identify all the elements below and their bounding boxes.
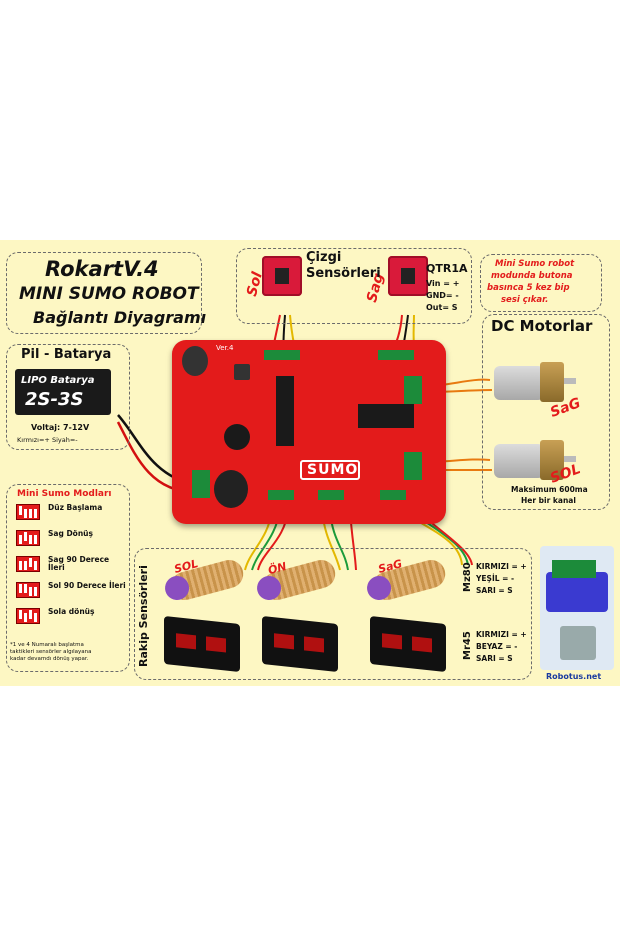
brand: Robotus.net <box>546 672 602 681</box>
qtr-name: QTR1A <box>426 262 468 275</box>
title-line3: Bağlantı Diyagramı <box>33 308 207 327</box>
motors-title: DC Motorlar <box>491 317 593 335</box>
modes-footnote-1: *1 ve 4 Numaralı başlatma <box>10 642 84 648</box>
modes-title: Mini Sumo Modları <box>17 489 112 499</box>
board-version: Ver.4 <box>216 344 234 352</box>
sumo-logo: SUMO <box>307 462 359 478</box>
motor-right <box>494 360 576 404</box>
header-line-left <box>264 350 300 360</box>
header-opp-3 <box>380 490 406 500</box>
robot-photo <box>540 546 614 670</box>
line-sensor-right <box>388 256 428 296</box>
qtr-gnd: GND= - <box>426 291 459 300</box>
mr45-white: BEYAZ = - <box>476 642 518 651</box>
battery-line2: 2S-3S <box>25 389 84 410</box>
mz80-name: Mz80 <box>462 562 473 592</box>
modes-footnote-3: kadar devamdı dönüş yapar. <box>10 656 89 662</box>
sensor-box-left <box>164 616 240 672</box>
battery-title: Pil - Batarya <box>21 347 112 362</box>
dip-switch-icon <box>16 530 40 546</box>
mr45-name: Mr45 <box>462 631 473 660</box>
note-line2: modunda butona <box>491 271 573 281</box>
mz80-green: YEŞİL = - <box>476 574 515 583</box>
mode-label: Sol 90 Derece İleri <box>48 581 126 590</box>
motors-spec-2: Her bir kanal <box>521 496 576 505</box>
header-opp-1 <box>268 490 294 500</box>
ic-chip-1 <box>276 376 294 446</box>
qtr-vin: Vin = + <box>426 279 460 288</box>
capacitor <box>182 346 208 376</box>
note-line4: sesi çıkar. <box>501 295 549 305</box>
header-power <box>192 470 210 498</box>
qtr-out: Out= S <box>426 303 458 312</box>
sensor-box-front <box>262 616 338 672</box>
mode-label: Sag Dönüş <box>48 529 93 538</box>
title-line2: MINI SUMO ROBOT <box>19 284 199 304</box>
pcb-board: SUMO Ver.4 <box>172 340 446 524</box>
battery-colors: Kırmızı=+ Siyah=- <box>17 436 78 444</box>
dip-switch-icon <box>16 556 40 572</box>
battery-box: Pil - Batarya LIPO Batarya 2S-3S Voltaj:… <box>6 344 130 450</box>
title-line1: RokartV.4 <box>45 257 159 281</box>
title-box: RokartV.4 MINI SUMO ROBOT Bağlantı Diyag… <box>6 252 206 334</box>
line-sensors-box <box>236 248 472 324</box>
mr45-yellow: SARI = S <box>476 654 513 663</box>
mz80-red: KIRMIZI = + <box>476 562 527 571</box>
opponent-box: Rakip Sensörleri <box>134 548 532 680</box>
lipo-battery: LIPO Batarya 2S-3S <box>15 369 111 415</box>
battery-voltage: Voltaj: 7-12V <box>31 423 90 432</box>
header-motor-right <box>404 376 422 404</box>
header-line-right <box>378 350 414 360</box>
buzzer <box>224 424 250 450</box>
modes-footnote-2: taktikleri sensörler algılayana <box>10 649 92 655</box>
mode-label: Sag 90 Derece İleri <box>48 555 110 572</box>
mode-label: Sola dönüş <box>48 607 95 616</box>
line-sensors-title-1: Çizgi <box>306 250 342 265</box>
motor-left <box>494 438 576 482</box>
dip-switch-icon <box>16 608 40 624</box>
header-opp-2 <box>318 490 344 500</box>
line-sensors-title-2: Sensörleri <box>306 266 381 281</box>
dip-switch-icon <box>16 582 40 598</box>
note-line3: basınca 5 kez bip <box>487 283 570 293</box>
ic-chip-2 <box>358 404 414 428</box>
mz80-yellow: SARI = S <box>476 586 513 595</box>
sensor-box-right <box>370 616 446 672</box>
diagram-sheet: RokartV.4 MINI SUMO ROBOT Bağlantı Diyag… <box>0 240 620 686</box>
motors-spec-1: Maksimum 600ma <box>511 485 588 494</box>
header-motor-left <box>404 452 422 480</box>
line-sensor-left <box>262 256 302 296</box>
note-box: Mini Sumo robot modunda butona basınca 5… <box>480 254 602 312</box>
capacitor-large <box>214 470 248 508</box>
opponent-title: Rakip Sensörleri <box>137 565 150 667</box>
reset-button[interactable] <box>234 364 250 380</box>
sumo-logo-box: SUMO <box>300 460 360 480</box>
dip-switch-icon <box>16 504 40 520</box>
motors-box: DC Motorlar Maksimum 600ma Her bir kanal <box>482 314 610 510</box>
mode-label: Düz Başlama <box>48 503 103 512</box>
modes-box: Mini Sumo Modları <box>6 484 130 672</box>
battery-line1: LIPO Batarya <box>21 375 95 386</box>
mr45-red: KIRMIZI = + <box>476 630 527 639</box>
note-line1: Mini Sumo robot <box>495 259 575 269</box>
